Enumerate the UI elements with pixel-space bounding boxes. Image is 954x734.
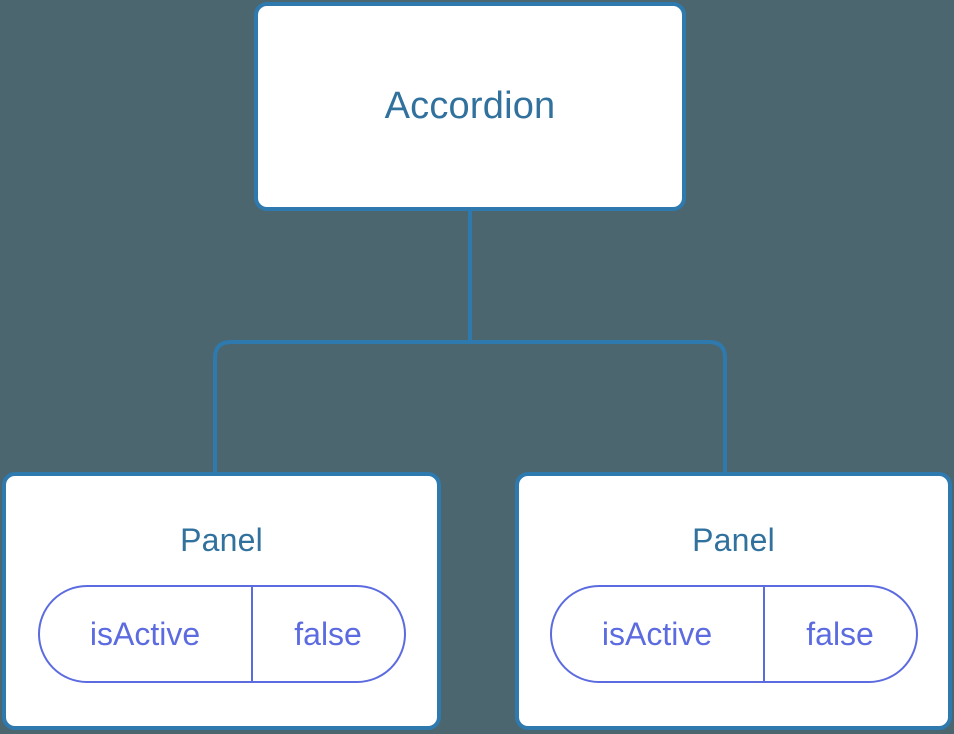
- node-accordion[interactable]: Accordion: [254, 2, 686, 211]
- node-panel-left[interactable]: Panel isActive false: [2, 472, 441, 730]
- node-panel-right[interactable]: Panel isActive false: [515, 472, 952, 730]
- state-key: isActive: [40, 587, 253, 681]
- state-key: isActive: [552, 587, 765, 681]
- node-panel-left-label: Panel: [180, 522, 263, 558]
- node-accordion-label: Accordion: [384, 85, 556, 127]
- edge-accordion-to-panel-left: [213, 209, 472, 474]
- state-value: false: [806, 615, 874, 652]
- state-value: false: [294, 615, 362, 652]
- node-panel-right-label: Panel: [692, 522, 775, 558]
- state-badge-panel-right[interactable]: isActive false: [549, 585, 918, 683]
- edge-accordion-to-panel-right: [468, 209, 727, 474]
- state-badge-panel-left[interactable]: isActive false: [37, 585, 406, 683]
